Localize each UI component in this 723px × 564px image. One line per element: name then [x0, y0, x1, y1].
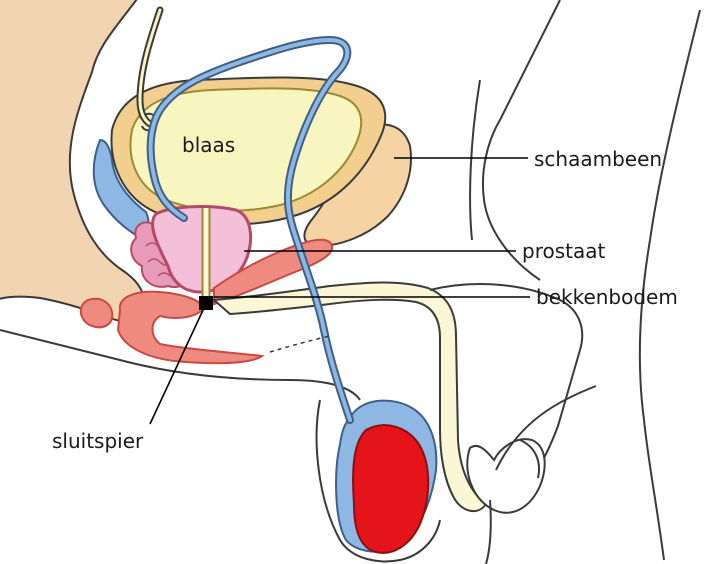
anus: [81, 299, 113, 327]
label-prostaat: prostaat: [522, 239, 605, 263]
thigh-inner: [470, 80, 480, 240]
dashed-line: [270, 336, 330, 352]
sphincter-marker: [199, 296, 213, 310]
perineum-contour: [0, 330, 360, 400]
abdomen-contour: [483, 0, 560, 280]
leg-contour: [486, 500, 491, 564]
label-bekkenbodem: bekkenbodem: [536, 285, 678, 309]
label-blaas: blaas: [182, 133, 235, 157]
testis: [353, 425, 428, 553]
label-sluitspier: sluitspier: [52, 429, 144, 453]
leader-sluitspier: [150, 308, 204, 424]
label-schaambeen: schaambeen: [534, 147, 662, 171]
